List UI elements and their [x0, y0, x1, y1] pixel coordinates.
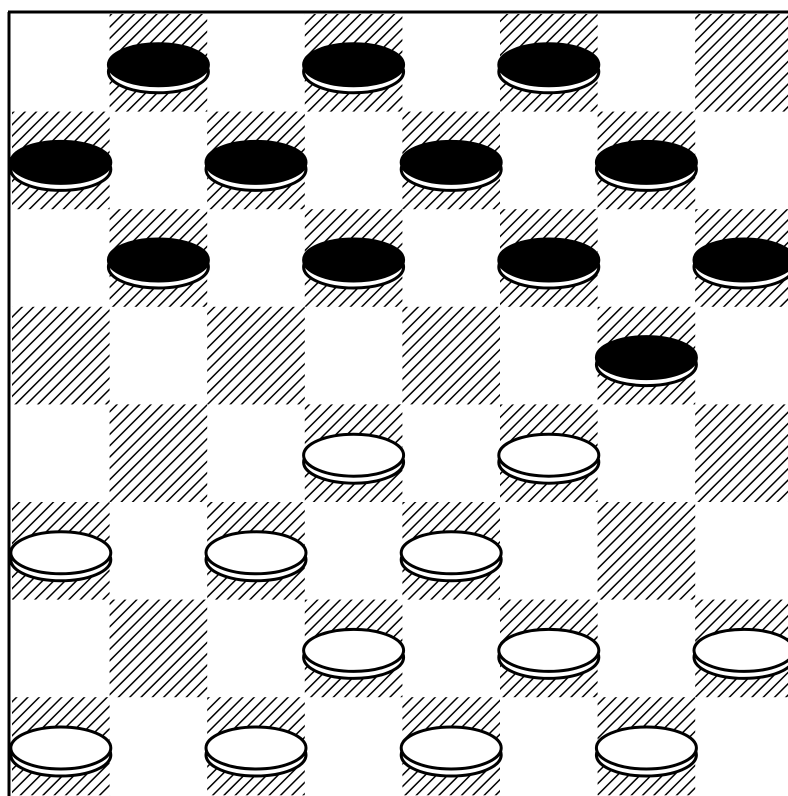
light-square[interactable] [500, 307, 598, 405]
light-square[interactable] [110, 502, 208, 600]
light-square[interactable] [110, 307, 208, 405]
dark-square[interactable] [110, 404, 208, 502]
black-checker-piece[interactable] [108, 44, 208, 93]
black-checker-piece[interactable] [108, 239, 208, 288]
white-checker-piece[interactable] [499, 629, 599, 678]
light-square[interactable] [402, 209, 500, 307]
white-checker-piece[interactable] [206, 532, 306, 581]
light-square[interactable] [207, 600, 305, 698]
light-square[interactable] [305, 112, 403, 210]
light-square[interactable] [598, 600, 696, 698]
white-checker-piece[interactable] [499, 434, 599, 483]
light-square[interactable] [500, 697, 598, 795]
black-checker-piece[interactable] [499, 239, 599, 288]
white-checker-piece[interactable] [694, 629, 788, 678]
light-square[interactable] [12, 209, 110, 307]
light-square[interactable] [695, 697, 788, 795]
white-checker-piece[interactable] [304, 629, 404, 678]
white-checker-piece[interactable] [11, 727, 111, 776]
dark-square[interactable] [598, 502, 696, 600]
light-square[interactable] [305, 502, 403, 600]
white-checker-piece[interactable] [304, 434, 404, 483]
light-square[interactable] [598, 404, 696, 502]
black-checker-piece[interactable] [499, 44, 599, 93]
light-square[interactable] [500, 112, 598, 210]
light-square[interactable] [695, 307, 788, 405]
light-square[interactable] [12, 600, 110, 698]
light-square[interactable] [305, 307, 403, 405]
black-checker-piece[interactable] [694, 239, 788, 288]
dark-square[interactable] [12, 307, 110, 405]
white-checker-piece[interactable] [401, 532, 501, 581]
black-checker-piece[interactable] [304, 239, 404, 288]
light-square[interactable] [12, 404, 110, 502]
light-square[interactable] [695, 502, 788, 600]
board-squares [12, 14, 788, 795]
black-checker-piece[interactable] [596, 141, 696, 190]
black-checker-piece[interactable] [206, 141, 306, 190]
light-square[interactable] [12, 14, 110, 112]
light-square[interactable] [207, 14, 305, 112]
light-square[interactable] [402, 14, 500, 112]
black-checker-piece[interactable] [11, 141, 111, 190]
light-square[interactable] [598, 14, 696, 112]
light-square[interactable] [402, 404, 500, 502]
white-checker-piece[interactable] [206, 727, 306, 776]
light-square[interactable] [598, 209, 696, 307]
light-square[interactable] [110, 697, 208, 795]
black-checker-piece[interactable] [401, 141, 501, 190]
dark-square[interactable] [207, 307, 305, 405]
light-square[interactable] [207, 209, 305, 307]
dark-square[interactable] [695, 14, 788, 112]
black-checker-piece[interactable] [304, 44, 404, 93]
light-square[interactable] [402, 600, 500, 698]
dark-square[interactable] [110, 600, 208, 698]
white-checker-piece[interactable] [596, 727, 696, 776]
light-square[interactable] [305, 697, 403, 795]
light-square[interactable] [500, 502, 598, 600]
white-checker-piece[interactable] [11, 532, 111, 581]
light-square[interactable] [207, 404, 305, 502]
light-square[interactable] [110, 112, 208, 210]
white-checker-piece[interactable] [401, 727, 501, 776]
dark-square[interactable] [695, 404, 788, 502]
light-square[interactable] [695, 112, 788, 210]
dark-square[interactable] [402, 307, 500, 405]
black-checker-piece[interactable] [596, 337, 696, 386]
